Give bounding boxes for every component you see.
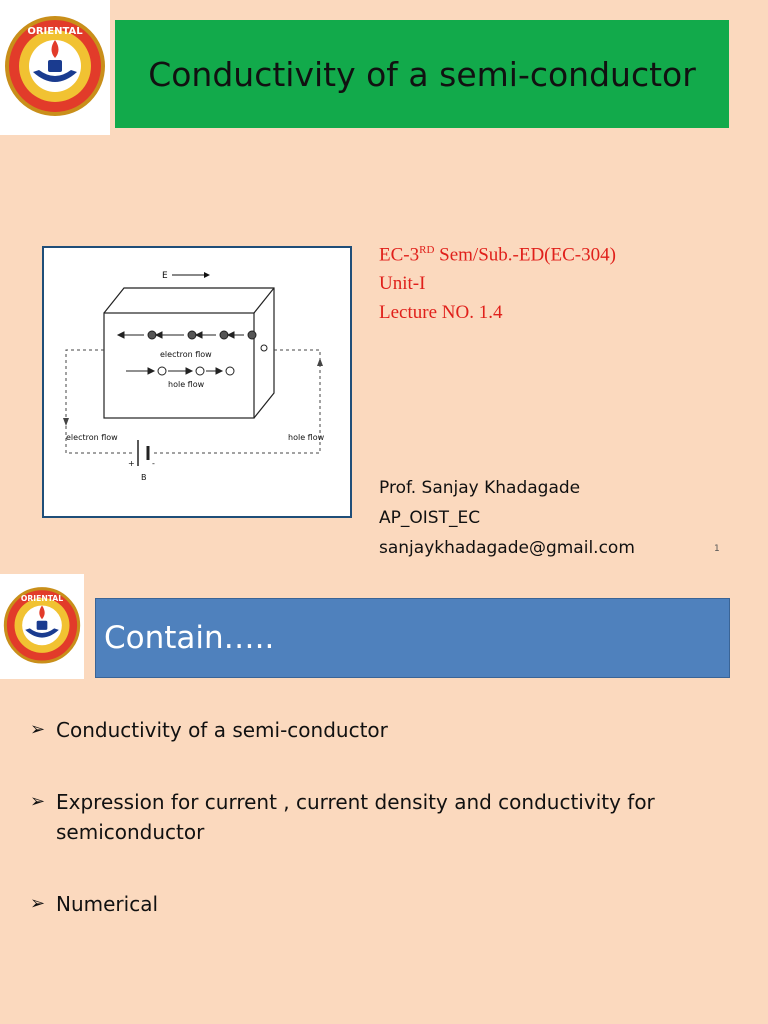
- diagram-field-label: E: [162, 271, 168, 281]
- logo-text-small: ORIENTAL: [21, 594, 63, 603]
- arrow-bullet-icon: ➢: [30, 719, 46, 740]
- slide-2: ORIENTAL Contain….. ➢ Conductivity of a …: [0, 574, 768, 1024]
- diagram-left-label: electron flow: [66, 433, 118, 442]
- title-bar: Conductivity of a semi-conductor: [115, 20, 729, 128]
- professor-designation: AP_OIST_EC: [379, 508, 481, 528]
- contain-heading: Contain…..: [104, 620, 275, 656]
- bullet-list: ➢ Conductivity of a semi-conductor ➢ Exp…: [30, 715, 750, 961]
- oriental-logo-small: ORIENTAL: [0, 574, 84, 679]
- slide-1: ORIENTAL Conductivity of a semi-conducto…: [0, 0, 729, 558]
- diagram-electron-flow-label: electron flow: [160, 350, 212, 359]
- contain-heading-bar: Contain…..: [95, 598, 730, 678]
- logo-text: ORIENTAL: [27, 26, 83, 37]
- course-lecture: Lecture NO. 1.4: [379, 302, 503, 324]
- bullet-item: ➢ Expression for current , current densi…: [30, 787, 750, 847]
- arrow-bullet-icon: ➢: [30, 893, 46, 914]
- page-number: 1: [714, 544, 720, 554]
- diagram-right-label: hole flow: [288, 433, 325, 442]
- course-unit: Unit-I: [379, 273, 426, 295]
- professor-name: Prof. Sanjay Khadagade: [379, 478, 581, 498]
- course-line-1: EC-3RD Sem/Sub.-ED(EC-304): [379, 244, 616, 266]
- battery-minus: -: [152, 459, 155, 468]
- course-info: EC-3RD Sem/Sub.-ED(EC-304) Unit-I Lectur…: [379, 236, 616, 327]
- semiconductor-diagram: E electron flow: [42, 246, 352, 518]
- battery-label: B: [141, 473, 147, 482]
- bullet-item: ➢ Conductivity of a semi-conductor: [30, 715, 750, 745]
- battery-plus: +: [128, 459, 135, 468]
- arrow-bullet-icon: ➢: [30, 791, 46, 812]
- oriental-logo: ORIENTAL: [0, 0, 110, 135]
- professor-info: Prof. Sanjay Khadagade AP_OIST_EC sanjay…: [379, 473, 635, 563]
- bullet-item: ➢ Numerical: [30, 889, 750, 919]
- professor-email[interactable]: sanjaykhadagade@gmail.com: [379, 538, 635, 558]
- slide-title: Conductivity of a semi-conductor: [148, 54, 696, 94]
- diagram-hole-flow-label: hole flow: [168, 380, 205, 389]
